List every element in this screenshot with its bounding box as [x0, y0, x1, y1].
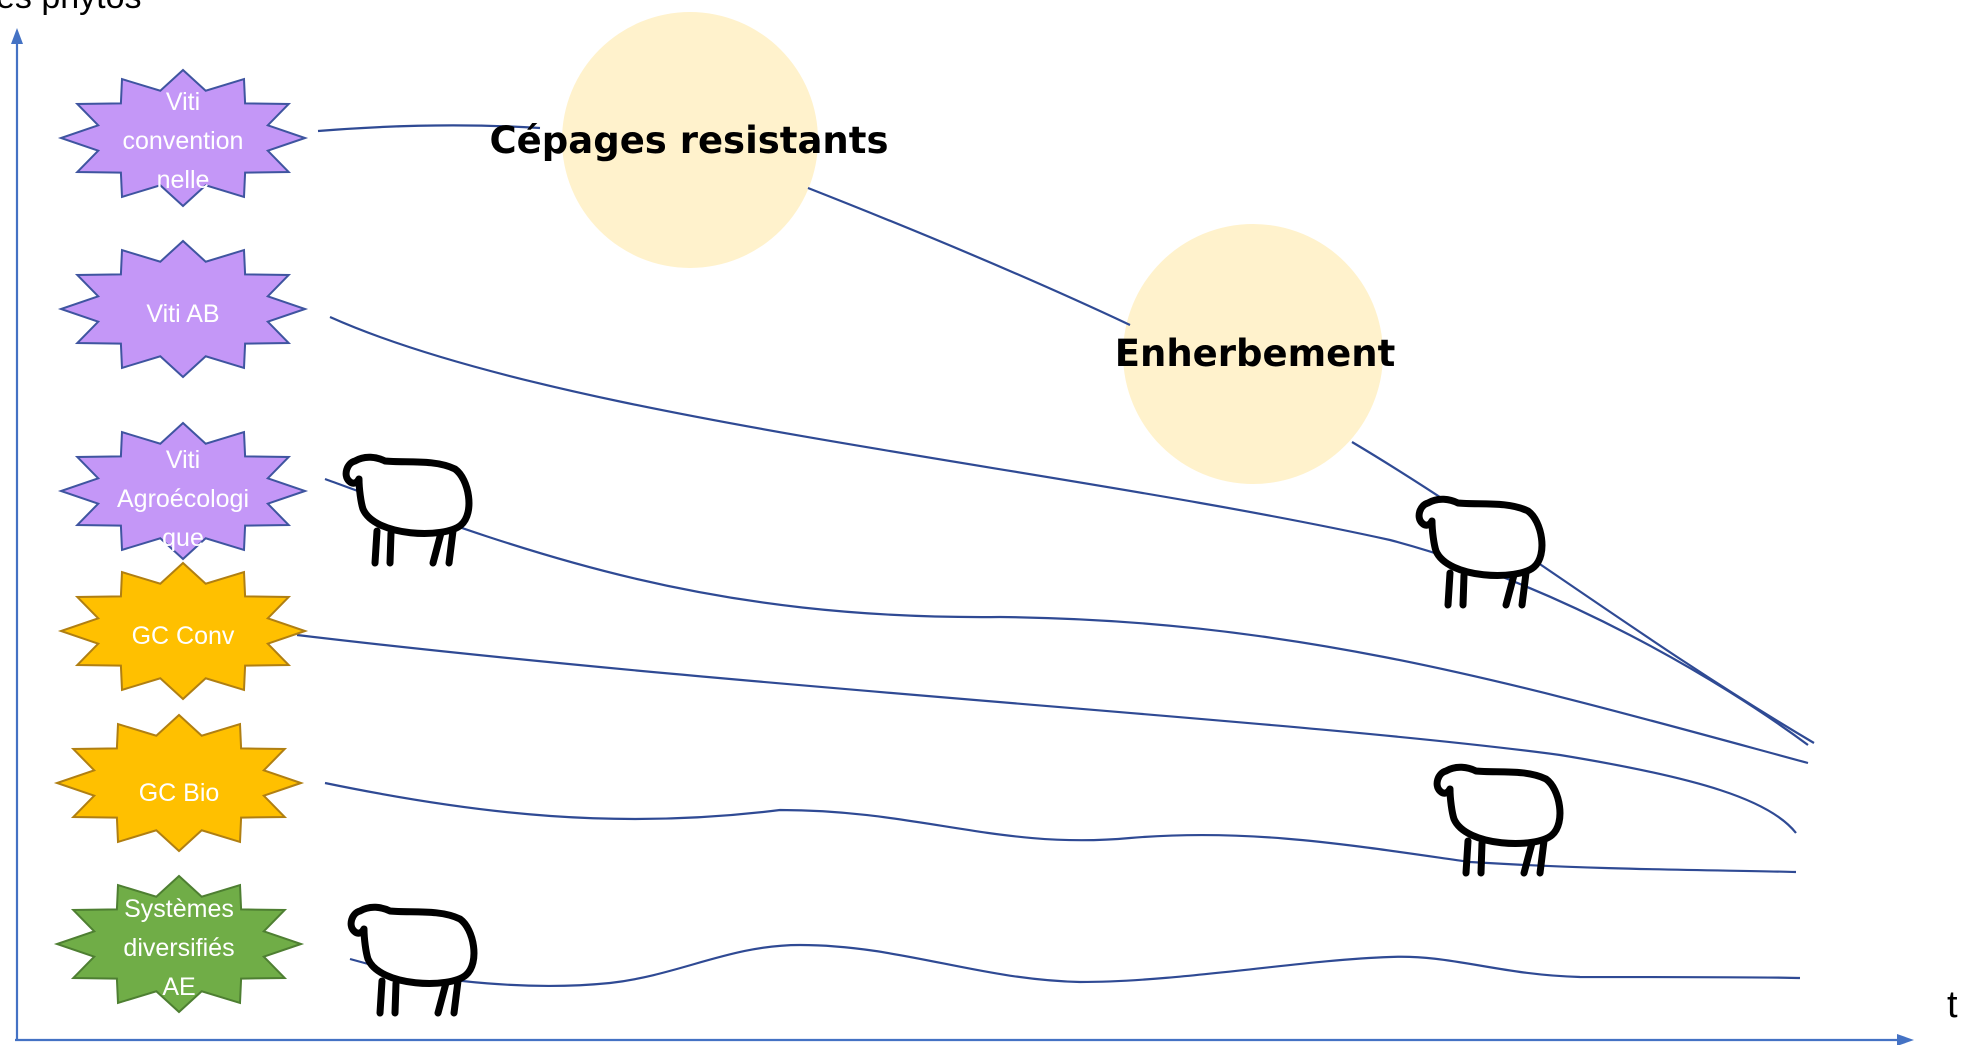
y-axis-label: es phytos	[0, 0, 142, 16]
badge-label-line-1: Viti AB	[146, 300, 219, 328]
trend-line-gc-bio	[324, 781, 1797, 874]
trend-line-viti-conventionnelle	[317, 124, 1815, 744]
system-badge-gc-bio: GC Bio	[53, 713, 305, 853]
star-shape-gc-conv	[57, 561, 309, 701]
star-shape-gc-bio	[53, 713, 305, 853]
system-badge-viti-agroecologique: Viti Agroécologi que	[57, 421, 309, 561]
star-shape-viti-agroecologique	[57, 421, 309, 561]
badge-label-line-1: Viti	[166, 88, 200, 116]
badge-label-line-1: Viti	[166, 446, 200, 474]
trend-line-viti-ab	[329, 315, 1809, 746]
y-axis-arrowhead	[11, 28, 23, 44]
badge-label-line-2: convention	[123, 127, 244, 155]
sheep-icon	[1415, 495, 1546, 609]
lever-circle-cepages-resistants	[562, 12, 818, 268]
x-axis-label: t	[1947, 984, 1958, 1026]
system-badge-systemes-diversifies: Systèmes diversifiés AE	[53, 874, 305, 1014]
badge-label-line-3: AE	[162, 973, 195, 1001]
lever-label-cepages-resistants: Cépages resistants	[490, 119, 889, 162]
trend-line-systemes-diversifies	[349, 943, 1801, 987]
system-badge-viti-ab: Viti AB	[57, 239, 309, 379]
lever-label-enherbement: Enherbement	[1115, 332, 1396, 375]
badge-label-line-3: nelle	[157, 166, 210, 194]
badge-label-line-1: GC Bio	[139, 779, 220, 807]
badge-label-line-1: GC Conv	[132, 622, 235, 650]
star-shape-viti-conventionnelle	[57, 68, 309, 208]
badge-label-line-2: diversifiés	[123, 934, 234, 962]
sheep-icon	[342, 453, 473, 567]
trend-lines	[296, 124, 1815, 987]
badge-label-line-1: Systèmes	[124, 895, 234, 923]
lever-circle-enherbement	[1123, 224, 1383, 484]
star-shape-systemes-diversifies	[53, 874, 305, 1014]
system-badge-gc-conv: GC Conv	[57, 561, 309, 701]
trend-line-gc-conv	[296, 633, 1797, 834]
trend-line-viti-agroecologique	[324, 477, 1809, 765]
star-shape-viti-ab	[57, 239, 309, 379]
sheep-icon	[1433, 763, 1564, 877]
badge-label-line-2: Agroécologi	[117, 485, 249, 513]
x-axis-arrowhead	[1897, 1034, 1914, 1045]
sheep-icon	[347, 903, 478, 1017]
badge-label-line-3: que	[162, 524, 204, 552]
system-badge-viti-conventionnelle: Viti convention nelle	[57, 68, 309, 208]
